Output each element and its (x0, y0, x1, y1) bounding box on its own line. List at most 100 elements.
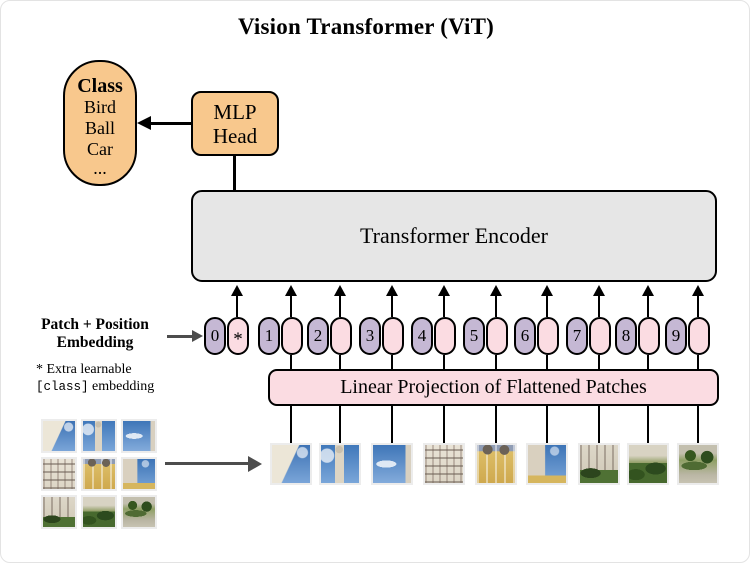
flattened-patch-building-and-garden (578, 443, 620, 485)
embedding-token-2: 2 (307, 317, 352, 355)
input-image-patch-building-and-garden (41, 495, 77, 529)
input-image-patch-tower-and-sky (81, 419, 117, 453)
patch-embedding-cell (589, 317, 611, 355)
projection-to-patch-line (339, 406, 341, 443)
token-to-projection-line (598, 355, 600, 369)
token-to-projection-line (495, 355, 497, 369)
embedding-token-0: 0* (204, 317, 249, 355)
position-embedding-number: 0 (204, 317, 226, 355)
embedding-token-7: 7 (566, 317, 611, 355)
flattened-patch-tower-and-sky-right (526, 443, 568, 485)
encoder-input-arrowhead-icon (593, 285, 605, 296)
position-embedding-number: 2 (307, 317, 329, 355)
projection-to-patch-line (546, 406, 548, 443)
class-item: Bird (83, 97, 116, 117)
patch-embedding-cell (638, 317, 660, 355)
position-embedding-number: 4 (411, 317, 433, 355)
image-to-patches-arrow-line (165, 462, 250, 465)
patch-embedding-cell (434, 317, 456, 355)
token-to-projection-line (697, 355, 699, 369)
mlp-to-class-arrow-line (150, 122, 191, 125)
projection-to-patch-line (647, 406, 649, 443)
encoder-input-arrow-stem (236, 295, 238, 317)
linear-projection-label: Linear Projection of Flattened Patches (340, 376, 647, 398)
position-embedding-number: 1 (258, 317, 280, 355)
input-image-patch-dome-and-sky (41, 419, 77, 453)
position-embedding-number: 3 (359, 317, 381, 355)
class-item: Ball (85, 118, 115, 138)
token-to-projection-line (391, 355, 393, 369)
encoder-input-arrow-stem (647, 295, 649, 317)
flattened-patch-tower-and-sky (319, 443, 361, 485)
projection-to-patch-line (697, 406, 699, 443)
patch-embedding-cell (330, 317, 352, 355)
encoder-input-arrowhead-icon (642, 285, 654, 296)
encoder-to-mlp-line (233, 155, 236, 191)
encoder-input-arrowhead-icon (438, 285, 450, 296)
position-embedding-number: 5 (463, 317, 485, 355)
mlp-head-box: MLP Head (191, 91, 279, 156)
mlp-head-label-line1: MLP (213, 99, 257, 124)
image-to-patches-arrowhead-icon (248, 456, 262, 472)
position-embedding-number: 6 (514, 317, 536, 355)
embedding-pointer-line (167, 335, 193, 338)
patch-embedding-cell (688, 317, 710, 355)
encoder-input-arrow-stem (546, 295, 548, 317)
flattened-patch-garden-hedges (627, 443, 669, 485)
input-image-patch-garden-hedges (81, 495, 117, 529)
linear-projection-box: Linear Projection of Flattened Patches (268, 369, 719, 406)
encoder-input-arrowhead-icon (334, 285, 346, 296)
flattened-patch-dome-and-sky (270, 443, 312, 485)
projection-to-patch-line (598, 406, 600, 443)
encoder-input-arrow-stem (495, 295, 497, 317)
patch-embedding-cell (281, 317, 303, 355)
footnote-line1: * Extra learnable (36, 362, 132, 377)
encoder-input-arrowhead-icon (490, 285, 502, 296)
token-to-projection-line (339, 355, 341, 369)
patch-embedding-cell (382, 317, 404, 355)
token-to-projection-line (443, 355, 445, 369)
class-embedding-footnote: * Extra learnable [class] embedding (36, 361, 154, 396)
flattened-patch-lawn-and-trees (677, 443, 719, 485)
position-embedding-number: 8 (615, 317, 637, 355)
footnote-line2: [class] embedding (36, 378, 154, 396)
token-to-projection-line (647, 355, 649, 369)
token-to-projection-line (290, 355, 292, 369)
flattened-patch-white-facade (423, 443, 465, 485)
embedding-token-4: 4 (411, 317, 456, 355)
class-item: Car (87, 139, 113, 159)
patch-embedding-cell (486, 317, 508, 355)
encoder-input-arrowhead-icon (692, 285, 704, 296)
encoder-input-arrow-stem (443, 295, 445, 317)
patch-position-embedding-label: Patch + Position Embedding (41, 316, 149, 351)
diagram-title: Vision Transformer (ViT) (237, 14, 495, 39)
embedding-token-8: 8 (615, 317, 660, 355)
encoder-input-arrow-stem (697, 295, 699, 317)
embedding-token-5: 5 (463, 317, 508, 355)
position-embedding-number: 7 (566, 317, 588, 355)
class-token-cell: * (227, 317, 249, 355)
token-to-projection-line (546, 355, 548, 369)
mlp-head-label-line2: Head (212, 123, 258, 148)
input-image-patch-white-facade (41, 457, 77, 491)
class-heading: Class (77, 75, 123, 97)
encoder-input-arrowhead-icon (386, 285, 398, 296)
transformer-encoder-label: Transformer Encoder (360, 223, 548, 248)
embedding-token-6: 6 (514, 317, 559, 355)
projection-to-patch-line (290, 406, 292, 443)
transformer-encoder-box: Transformer Encoder (191, 190, 717, 282)
projection-to-patch-line (391, 406, 393, 443)
encoder-input-arrow-stem (290, 295, 292, 317)
encoder-input-arrow-stem (598, 295, 600, 317)
footnote-rest: embedding (88, 379, 155, 394)
flattened-patch-sky-with-spire (371, 443, 413, 485)
input-image-patch-sky-with-spire (121, 419, 157, 453)
patch-embedding-cell (537, 317, 559, 355)
encoder-input-arrowhead-icon (285, 285, 297, 296)
encoder-input-arrowhead-icon (541, 285, 553, 296)
class-output-box: Class Bird Ball Car ... (63, 60, 137, 186)
encoder-input-arrow-stem (391, 295, 393, 317)
footnote-code: [class] (36, 380, 89, 394)
input-image-patch-tower-and-sky-right (121, 457, 157, 491)
